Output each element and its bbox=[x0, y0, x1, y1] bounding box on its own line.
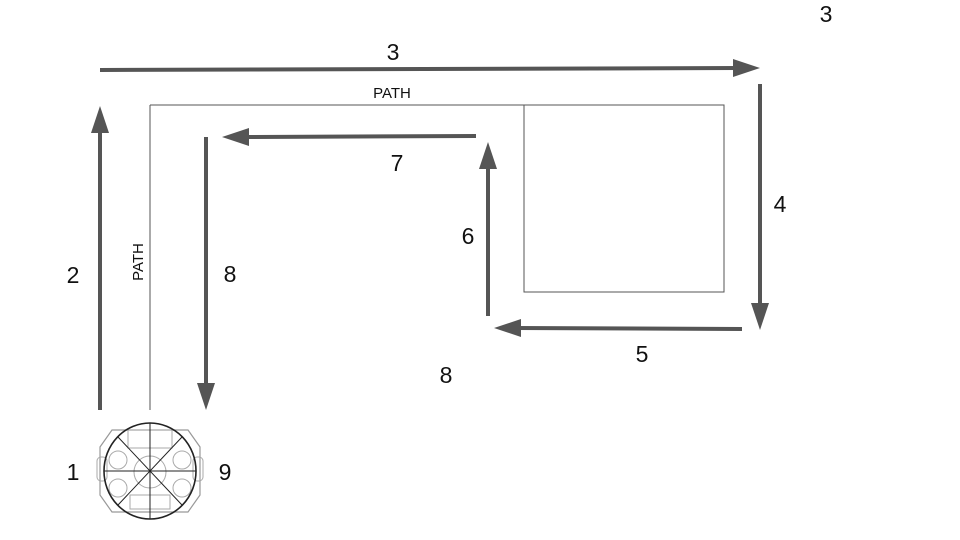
arrow-step-3 bbox=[99, 66, 741, 72]
arrow-step-2-head bbox=[91, 106, 109, 133]
arrow-step-4-head bbox=[751, 303, 769, 330]
step-label-5: 5 bbox=[636, 341, 649, 367]
arrow-step-5-head bbox=[494, 319, 521, 337]
path-label-top: PATH bbox=[373, 85, 411, 102]
arrow-step-7-head bbox=[222, 128, 249, 146]
step-label-1: 1 bbox=[67, 459, 80, 485]
step-label-8-down: 8 bbox=[224, 261, 237, 287]
arrow-step-7 bbox=[243, 134, 477, 139]
path-label-left: PATH bbox=[130, 243, 147, 281]
arrow-step-3-head bbox=[733, 59, 760, 77]
step-label-2: 2 bbox=[67, 262, 80, 288]
arrow-step-5 bbox=[514, 326, 743, 331]
step-label-6: 6 bbox=[462, 223, 475, 249]
obstacle-box bbox=[523, 104, 725, 293]
step-label-3-corner: 3 bbox=[820, 1, 833, 27]
step-label-4: 4 bbox=[774, 191, 787, 217]
step-label-7: 7 bbox=[391, 150, 404, 176]
arrow-step-8-head bbox=[197, 383, 215, 410]
robot-top-view-icon bbox=[96, 422, 204, 520]
step-label-3: 3 bbox=[387, 39, 400, 65]
step-label-8-mid: 8 bbox=[440, 362, 453, 388]
arrow-step-6-head bbox=[479, 142, 497, 169]
step-label-9: 9 bbox=[219, 459, 232, 485]
